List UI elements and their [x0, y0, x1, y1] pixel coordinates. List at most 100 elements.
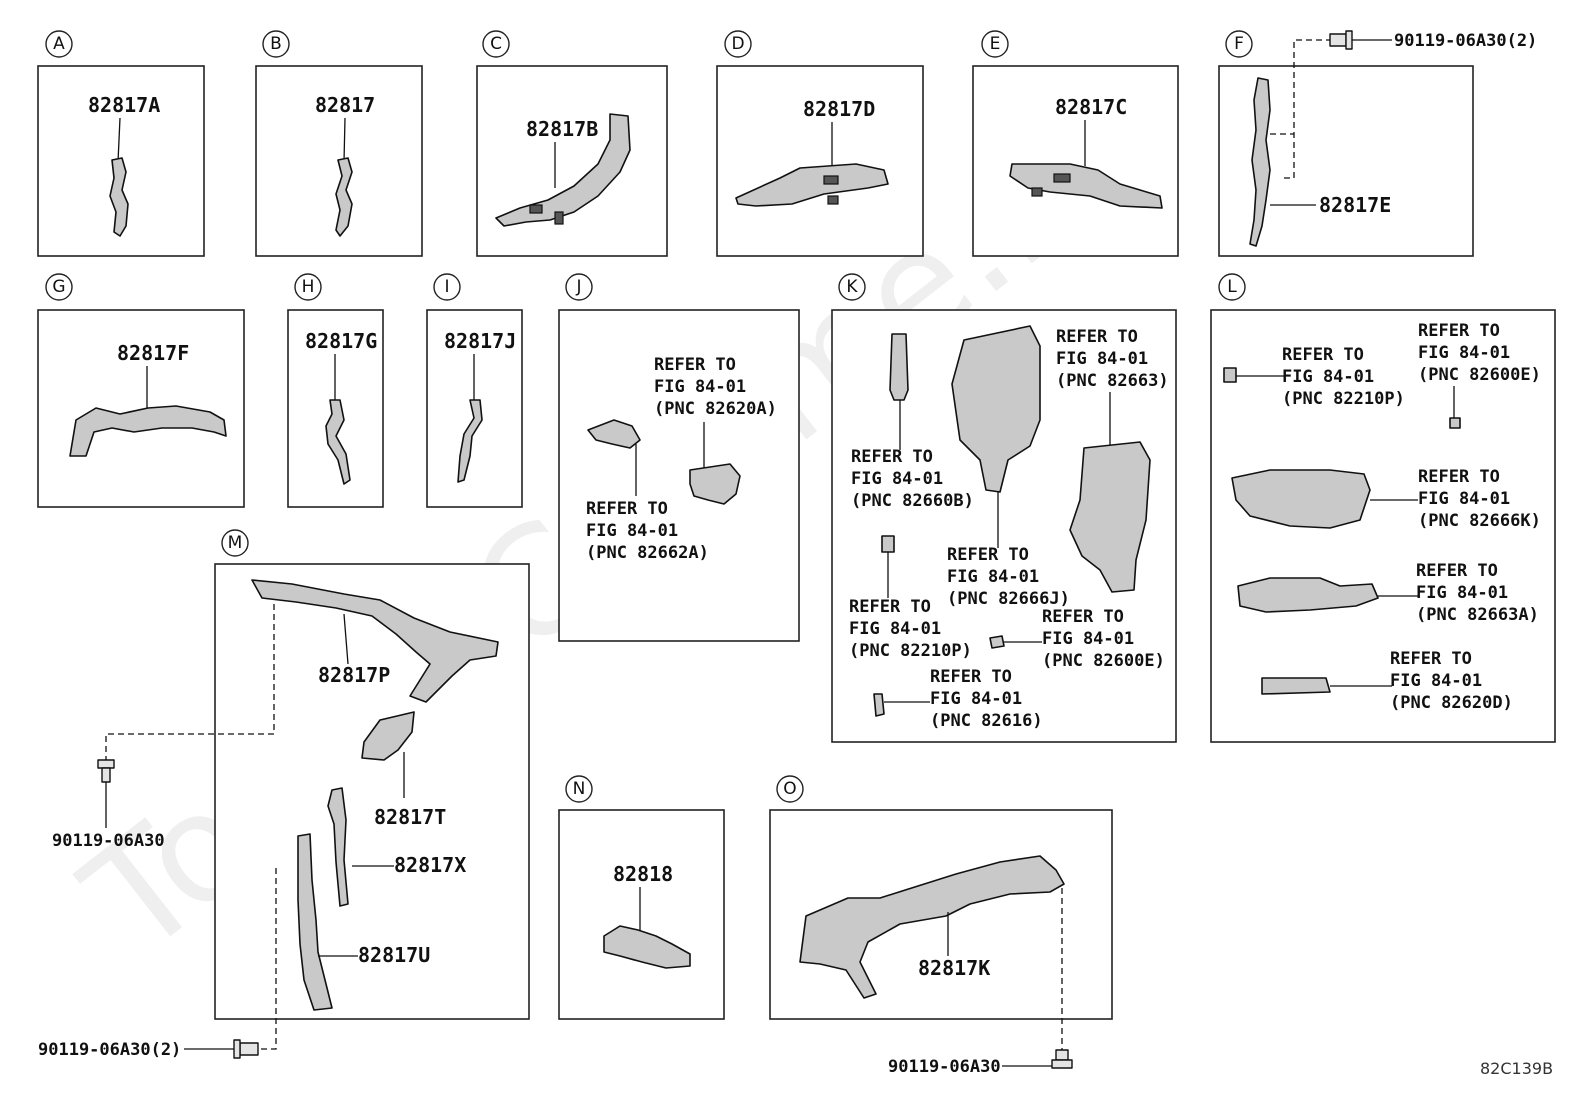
part-number-82817[interactable]: 82817	[315, 93, 375, 117]
ref-82660b-line-2[interactable]: FIG 84-01	[851, 469, 943, 489]
ref-82620d-line-2[interactable]: FIG 84-01	[1390, 671, 1482, 691]
relay-82210p-l-shape	[1223, 367, 1237, 383]
svg-text:L: L	[1227, 277, 1237, 297]
relay-82210p-shape	[881, 535, 895, 553]
protector-82817c-shape	[1009, 163, 1163, 209]
panel-label-l: L	[1218, 273, 1246, 301]
ref-82662a-line-1[interactable]: REFER TO	[586, 499, 668, 519]
ref-82210p-l-line-3[interactable]: (PNC 82210P)	[1282, 389, 1405, 409]
ref-82620d-line-3[interactable]: (PNC 82620D)	[1390, 693, 1513, 713]
part-number-82817a[interactable]: 82817A	[88, 93, 160, 117]
ref-82663-line-3[interactable]: (PNC 82663)	[1056, 371, 1169, 391]
panel-c-box	[476, 65, 668, 257]
ref-82210p-k-line-1[interactable]: REFER TO	[849, 597, 931, 617]
bracket-82620a-shape	[689, 463, 741, 505]
ref-82600e-k-line-3[interactable]: (PNC 82600E)	[1042, 651, 1165, 671]
part-number-82817b[interactable]: 82817B	[526, 117, 598, 141]
ref-82662a-line-3[interactable]: (PNC 82662A)	[586, 543, 709, 563]
panel-j-box	[558, 309, 800, 642]
part-number-82817j[interactable]: 82817J	[444, 329, 516, 353]
part-number-82817g[interactable]: 82817G	[305, 329, 377, 353]
part-number-82817k[interactable]: 82817K	[918, 956, 990, 980]
svg-text:I: I	[444, 277, 449, 297]
part-number-82817p[interactable]: 82817P	[318, 663, 390, 687]
part-number-82817c[interactable]: 82817C	[1055, 95, 1127, 119]
ref-82666k-line-1[interactable]: REFER TO	[1418, 467, 1500, 487]
ref-82663a-line-2[interactable]: FIG 84-01	[1416, 583, 1508, 603]
panel-l: REFER TO FIG 84-01 (PNC 82210P) REFER TO…	[1223, 321, 1541, 713]
bolt-icon	[1051, 1049, 1073, 1069]
bolt-part-number-o[interactable]: 90119-06A30	[888, 1057, 1001, 1077]
part-number-82817e[interactable]: 82817E	[1319, 193, 1391, 217]
ref-82210p-l-line-1[interactable]: REFER TO	[1282, 345, 1364, 365]
ref-82210p-l-line-2[interactable]: FIG 84-01	[1282, 367, 1374, 387]
panel-h: 82817G	[305, 329, 377, 485]
ref-82210p-k-line-3[interactable]: (PNC 82210P)	[849, 641, 972, 661]
protector-82817f-shape	[69, 405, 227, 457]
ref-82600e-l-line-1[interactable]: REFER TO	[1418, 321, 1500, 341]
protector-82817g-shape	[325, 399, 351, 485]
panel-label-b: B	[262, 30, 290, 58]
part-number-82817u[interactable]: 82817U	[358, 943, 430, 967]
svg-text:A: A	[53, 34, 65, 54]
ref-82660b-line-1[interactable]: REFER TO	[851, 447, 933, 467]
panel-i: 82817J	[444, 329, 516, 483]
bolt-part-number-m-bottom[interactable]: 90119-06A30(2)	[38, 1040, 181, 1060]
part-number-82817f[interactable]: 82817F	[117, 341, 189, 365]
ref-82666j-line-3[interactable]: (PNC 82666J)	[947, 589, 1070, 609]
panel-label-f: F	[1225, 30, 1253, 58]
ref-82666k-line-3[interactable]: (PNC 82666K)	[1418, 511, 1541, 531]
svg-text:G: G	[52, 277, 65, 297]
panel-n-box	[558, 809, 725, 1020]
ref-82600e-l-line-2[interactable]: FIG 84-01	[1418, 343, 1510, 363]
ref-82620d-line-1[interactable]: REFER TO	[1390, 649, 1472, 669]
ref-82663a-line-3[interactable]: (PNC 82663A)	[1416, 605, 1539, 625]
relay-82660b-shape	[889, 333, 909, 401]
ref-82666j-line-1[interactable]: REFER TO	[947, 545, 1029, 565]
ref-82620a-line-3[interactable]: (PNC 82620A)	[654, 399, 777, 419]
panel-a: 82817A	[88, 93, 160, 237]
ref-82616-line-3[interactable]: (PNC 82616)	[930, 711, 1043, 731]
box-82666j-shape	[951, 325, 1041, 493]
protector-82817b-shape	[495, 113, 631, 227]
diagram-code: 82C139B	[1480, 1059, 1553, 1078]
svg-text:B: B	[270, 34, 282, 54]
ref-82210p-k-line-2[interactable]: FIG 84-01	[849, 619, 941, 639]
panel-label-h: H	[294, 273, 322, 301]
protector-82817a-shape	[109, 157, 129, 237]
svg-text:H: H	[302, 277, 315, 297]
svg-text:F: F	[1234, 34, 1244, 54]
svg-text:D: D	[731, 34, 744, 54]
ref-82616-line-1[interactable]: REFER TO	[930, 667, 1012, 687]
ref-82616-line-2[interactable]: FIG 84-01	[930, 689, 1022, 709]
ref-82600e-l-line-3[interactable]: (PNC 82600E)	[1418, 365, 1541, 385]
part-number-82817x[interactable]: 82817X	[394, 853, 466, 877]
ref-82600e-k-line-2[interactable]: FIG 84-01	[1042, 629, 1134, 649]
ref-82663a-line-1[interactable]: REFER TO	[1416, 561, 1498, 581]
ref-82620a-line-2[interactable]: FIG 84-01	[654, 377, 746, 397]
bolt-icon	[1329, 30, 1353, 50]
bolt-icon	[233, 1039, 259, 1059]
ref-82660b-line-3[interactable]: (PNC 82660B)	[851, 491, 974, 511]
panel-d: 82817D	[735, 97, 889, 207]
part-number-82818[interactable]: 82818	[613, 862, 673, 886]
protector-82817d-shape	[735, 163, 889, 207]
panel-label-i: I	[433, 273, 461, 301]
ref-82662a-line-2[interactable]: FIG 84-01	[586, 521, 678, 541]
bolt-part-number-f[interactable]: 90119-06A30(2)	[1394, 31, 1537, 51]
panel-l-box	[1210, 309, 1556, 743]
bolt-part-number-m-left[interactable]: 90119-06A30	[52, 831, 165, 851]
part-number-82817d[interactable]: 82817D	[803, 97, 875, 121]
ref-82620a-line-1[interactable]: REFER TO	[654, 355, 736, 375]
panel-f: 82817E 90119-06A30(2)	[1249, 30, 1537, 247]
ref-82663-line-1[interactable]: REFER TO	[1056, 327, 1138, 347]
part-number-82817t[interactable]: 82817T	[374, 805, 446, 829]
ref-82663-line-2[interactable]: FIG 84-01	[1056, 349, 1148, 369]
ref-82666j-line-2[interactable]: FIG 84-01	[947, 567, 1039, 587]
panel-g-box	[37, 309, 245, 508]
panel-label-n: N	[565, 775, 593, 803]
svg-text:E: E	[990, 34, 1001, 54]
ref-82600e-k-line-1[interactable]: REFER TO	[1042, 607, 1124, 627]
panel-label-g: G	[45, 273, 73, 301]
ref-82666k-line-2[interactable]: FIG 84-01	[1418, 489, 1510, 509]
